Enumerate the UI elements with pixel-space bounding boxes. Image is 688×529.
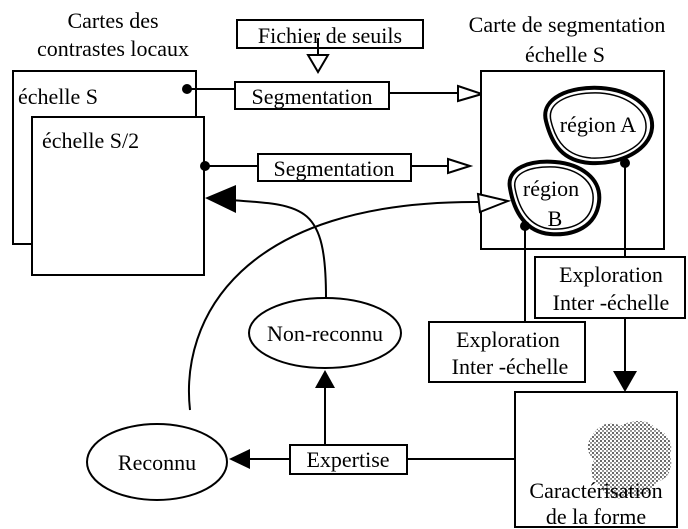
segmentation-arrow-2 <box>200 157 474 175</box>
exploration-right-line1: Exploration <box>559 262 663 287</box>
map-scale-s2-label: échelle S/2 <box>42 128 139 153</box>
region-b-label-line1: région <box>523 176 579 201</box>
recognized-to-region-b-curve <box>188 192 512 411</box>
segmentation-arrow-1 <box>182 84 486 103</box>
map-scale-s2: échelle S/2 <box>31 116 205 276</box>
segmentation-label-1: Segmentation <box>252 84 373 109</box>
shape-characterisation-box: Caractérisation de la forme <box>514 391 678 529</box>
exploration-left-line1: Exploration <box>456 327 560 352</box>
region-a-label: région A <box>560 112 636 137</box>
region-b-label-line2: B <box>548 206 563 231</box>
segmentation-box-1: Segmentation <box>234 81 390 110</box>
exploration-left-connector <box>520 221 530 322</box>
thresholds-arrow <box>306 38 330 74</box>
thresholds-file-box: Fichier de seuils <box>236 19 424 49</box>
title-left-line2: contrastes locaux <box>37 36 189 61</box>
recognized-label: Reconnu <box>118 450 196 475</box>
exploration-left-box: Exploration Inter -échelle <box>428 321 586 383</box>
recognized-node: Reconnu <box>86 423 228 501</box>
title-local-contrast-maps: Cartes des contrastes locaux <box>37 8 189 61</box>
segmentation-label-2: Segmentation <box>274 156 395 181</box>
exploration-left-line2: Inter -échelle <box>452 354 569 379</box>
region-b: région B <box>507 159 602 237</box>
region-a: région A <box>543 85 655 166</box>
non-recognized-node: Non-reconnu <box>248 297 402 369</box>
expertise-box: Expertise <box>289 444 408 475</box>
shape-characterisation-line1: Caractérisation <box>529 478 662 503</box>
title-right-line2: échelle S <box>525 42 605 67</box>
title-right-line1: Carte de segmentation <box>469 12 666 37</box>
map-scale-s-label: échelle S <box>18 84 98 109</box>
shape-characterisation-line2: de la forme <box>546 504 646 529</box>
title-left-line1: Cartes des <box>67 8 158 33</box>
title-segmentation-map: Carte de segmentation échelle S <box>469 12 666 67</box>
segmentation-box-2: Segmentation <box>257 153 412 182</box>
non-recognized-to-s2-curve <box>205 185 327 299</box>
non-recognized-label: Non-reconnu <box>267 321 383 346</box>
thresholds-file-label: Fichier de seuils <box>258 23 402 48</box>
stippled-shape <box>587 421 672 499</box>
exploration-right-line2: Inter -échelle <box>553 290 670 315</box>
exploration-right-connector <box>613 158 637 392</box>
exploration-right-box: Exploration Inter -échelle <box>534 256 686 319</box>
expertise-label: Expertise <box>306 447 389 472</box>
